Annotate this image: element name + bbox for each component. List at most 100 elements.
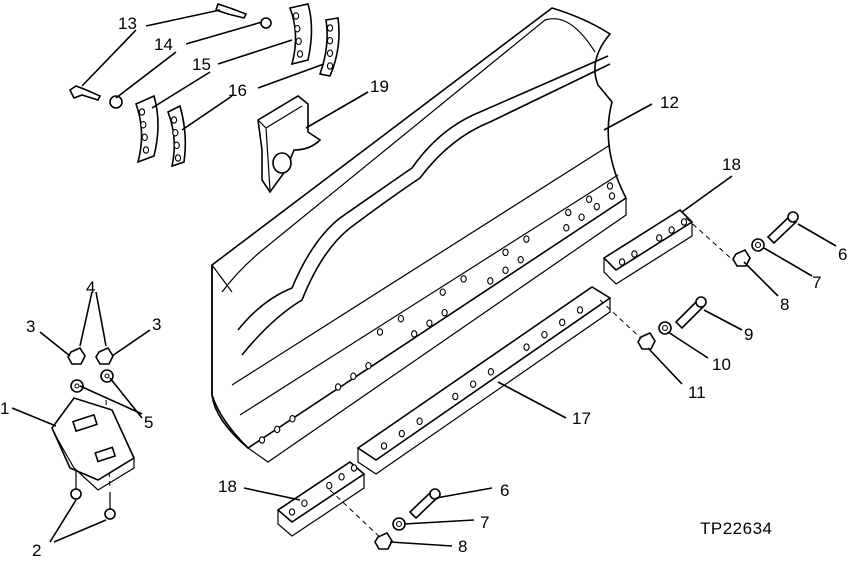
bolt-hole xyxy=(523,343,530,351)
bolt-hole xyxy=(487,277,494,285)
bolt-hole xyxy=(460,275,467,283)
callout-4: 4 xyxy=(86,278,95,297)
callout-12: 12 xyxy=(660,93,679,112)
bolt-6-lower xyxy=(408,488,441,520)
bolt-hole xyxy=(173,141,180,150)
bolt-hole xyxy=(426,319,433,328)
bolt-hole xyxy=(350,464,358,472)
bolt-hole xyxy=(439,288,446,296)
cutting-edge xyxy=(356,286,612,475)
bolt-hole xyxy=(170,116,178,124)
callout-3-left: 3 xyxy=(26,317,35,336)
nut-8-upper xyxy=(732,248,751,267)
bolt-hole xyxy=(578,213,585,221)
callout-14: 14 xyxy=(154,35,173,54)
callout-15: 15 xyxy=(192,55,211,74)
callout-9: 9 xyxy=(744,325,753,344)
end-bit-lower xyxy=(276,460,366,537)
bolt-hole xyxy=(631,250,638,258)
bolt-hole xyxy=(380,442,388,450)
wear-plate-16-upper xyxy=(318,17,340,77)
wear-plate-holes xyxy=(138,12,334,162)
callout-10: 10 xyxy=(712,355,731,374)
bolt-hole xyxy=(376,328,384,336)
callout-16: 16 xyxy=(228,81,247,100)
bolt-hole xyxy=(585,195,593,204)
cutting-edge-holes xyxy=(380,306,584,450)
end-bit-upper xyxy=(602,208,694,285)
bolt-6-upper xyxy=(766,211,799,245)
nut-8-lower xyxy=(374,531,393,550)
callout-6-lower: 6 xyxy=(500,481,509,500)
bolt-hole xyxy=(334,383,342,391)
bolt-hole xyxy=(541,330,548,339)
bolt-hole xyxy=(618,258,626,266)
bolt-hole xyxy=(289,415,296,423)
bolt-hole xyxy=(294,24,301,33)
bolt-hole xyxy=(563,224,570,232)
washer-7-lower xyxy=(392,517,406,531)
bolt-hole xyxy=(365,361,372,370)
callout-11: 11 xyxy=(688,383,706,402)
bolt-hole xyxy=(172,128,179,137)
skid-hardware xyxy=(67,346,116,520)
callout-8-upper: 8 xyxy=(780,295,789,314)
nut-14-lower xyxy=(109,95,123,109)
bolt-hole xyxy=(350,372,357,381)
callout-3-right: 3 xyxy=(152,315,161,334)
bolt-9 xyxy=(674,296,707,330)
leader-lines xyxy=(11,9,837,547)
callout-8-lower: 8 xyxy=(458,537,467,556)
end-bit-lower-holes xyxy=(288,464,358,516)
washer-7-upper xyxy=(751,238,765,252)
callouts: 13 14 15 16 19 12 18 6 7 8 9 10 11 17 18… xyxy=(0,14,847,560)
bolt-hole xyxy=(452,392,459,401)
callout-5: 5 xyxy=(144,413,153,432)
bolt-hole xyxy=(258,436,266,444)
callout-19: 19 xyxy=(370,77,389,96)
bolt-hole xyxy=(656,234,663,242)
bolt-hole xyxy=(487,368,495,376)
bolt-hole xyxy=(398,429,405,438)
bolt-hole xyxy=(606,182,614,190)
bolt-hole xyxy=(288,508,296,516)
bolt-hole xyxy=(517,255,524,264)
bolt-hole xyxy=(502,248,509,257)
end-bit-upper-holes xyxy=(618,218,688,266)
bolt-hole xyxy=(593,202,600,211)
bolt-hole xyxy=(502,266,509,275)
bolt-hole xyxy=(397,314,405,323)
callout-18-lower: 18 xyxy=(218,477,237,496)
callout-13: 13 xyxy=(118,14,137,33)
bolt-hole xyxy=(295,37,302,46)
blade xyxy=(211,7,628,463)
bolt-hole xyxy=(565,208,572,217)
bolt-13-lower xyxy=(68,85,102,101)
bolt-hole xyxy=(680,218,688,226)
callout-6-upper: 6 xyxy=(838,245,847,264)
bolt-hole xyxy=(141,133,148,142)
bolt-hole xyxy=(296,50,304,58)
nut-14-upper xyxy=(260,17,272,29)
bolt-hole xyxy=(326,36,334,45)
bolt-hole xyxy=(523,235,530,243)
bolt-hole xyxy=(326,62,334,70)
blade-bolt-holes xyxy=(258,182,616,444)
bolt-hole xyxy=(138,108,146,116)
bolt-hole xyxy=(411,330,418,338)
callout-17: 17 xyxy=(572,409,591,428)
bolt-hole xyxy=(326,481,333,490)
bolt-13-upper xyxy=(214,2,248,19)
callout-18-upper: 18 xyxy=(722,155,741,174)
callout-1: 1 xyxy=(0,399,9,418)
bolt-hole xyxy=(142,146,150,154)
nut-11 xyxy=(637,331,656,350)
skid-shoe-1 xyxy=(51,397,136,491)
callout-7-upper: 7 xyxy=(812,273,821,292)
bolt-hole xyxy=(668,226,675,234)
bolt-hole xyxy=(274,425,281,434)
bolt-hole xyxy=(441,308,448,317)
bracket-19 xyxy=(257,95,322,194)
bolt-hole xyxy=(301,499,308,507)
